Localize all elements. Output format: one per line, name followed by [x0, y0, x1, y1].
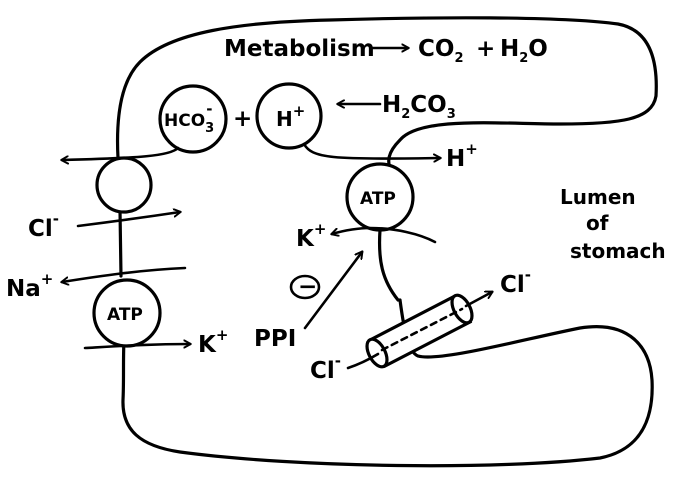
hco3-label: HCO3-	[164, 100, 214, 136]
cl-bottom-label: Cl-	[310, 352, 341, 384]
cell-membrane	[115, 16, 658, 468]
cl-in-arrow	[76, 212, 180, 228]
ppi-label: PPI	[254, 326, 296, 352]
inhibition-circle	[289, 274, 321, 300]
lumen-label-line2: of	[586, 211, 609, 235]
cl-in-line	[346, 352, 380, 370]
plus-label-1: +	[476, 36, 495, 62]
na-label: Na+	[6, 270, 53, 302]
k-right-label: K+	[296, 220, 326, 252]
k-in-arrow-left	[83, 344, 190, 350]
plus-label-2: +	[233, 106, 252, 132]
h-label: H+	[276, 102, 305, 131]
metabolism-label: Metabolism	[224, 36, 375, 62]
k-in-arrow-right	[332, 226, 437, 244]
hco3-out-arrow	[62, 146, 180, 160]
h-out-label: H+	[446, 140, 478, 172]
h2co3-label: H2CO3	[382, 92, 456, 122]
cl-left-label: Cl-	[28, 210, 59, 242]
h-out-arrow	[302, 142, 440, 159]
atp-left-label: ATP	[107, 305, 143, 325]
cl-lumen-label: Cl-	[500, 266, 531, 298]
h2o-label: H2O	[500, 36, 548, 66]
na-out-arrow	[62, 266, 187, 282]
cl-channel	[365, 293, 474, 369]
hco3-circle	[158, 84, 228, 154]
h-circle	[255, 82, 323, 150]
cl-out-arrow	[464, 292, 492, 308]
k-left-label: K+	[198, 326, 228, 358]
apical-membrane	[377, 228, 400, 302]
lumen-label-line1: Lumen	[560, 185, 636, 209]
ppi-arrow	[303, 252, 362, 330]
minus-sign: −	[298, 274, 317, 300]
lumen-label-line3: stomach	[570, 239, 666, 263]
exchanger-circle	[95, 156, 153, 214]
atp-right-label: ATP	[360, 189, 396, 209]
co2-label: CO2	[418, 36, 463, 66]
